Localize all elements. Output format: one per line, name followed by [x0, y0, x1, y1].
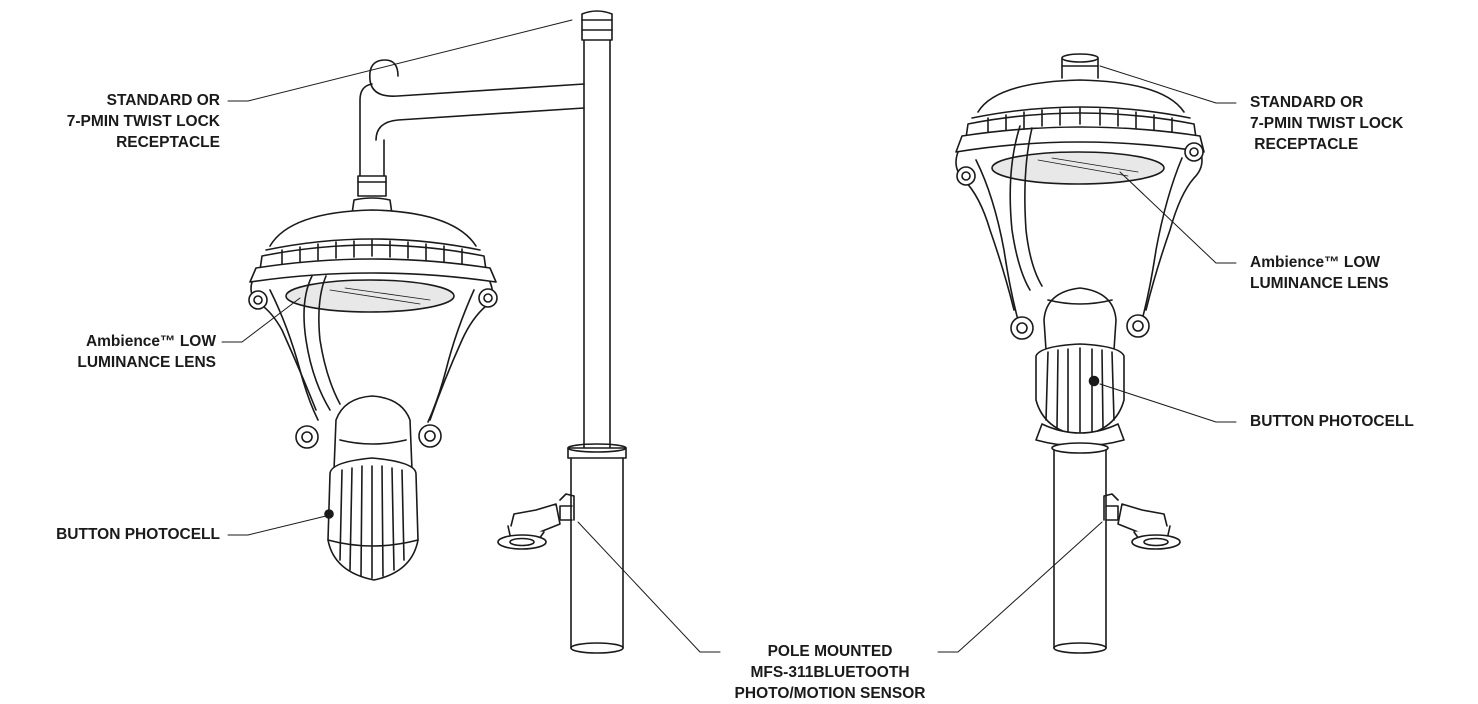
label-line: LUMINANCE LENS — [1250, 275, 1389, 292]
label-sensor: POLE MOUNTED MFS-311BLUETOOTH PHOTO/MOTI… — [712, 641, 948, 704]
label-right-receptacle: STANDARD OR 7-PMIN TWIST LOCK RECEPTACLE — [1250, 92, 1460, 155]
luminaire-right — [955, 53, 1205, 447]
label-line: Ambience™ LOW — [85, 333, 216, 350]
label-line: BUTTON PHOTOCELL — [1250, 413, 1414, 430]
label-right-photocell: BUTTON PHOTOCELL — [1250, 411, 1470, 432]
fixture-diagram: STANDARD OR 7-PMIN TWIST LOCK RECEPTACLE… — [4, 10, 1470, 702]
label-line: Ambience™ LOW — [1250, 254, 1381, 271]
label-line: RECEPTACLE — [116, 134, 220, 151]
pole-left — [567, 10, 627, 654]
label-line: RECEPTACLE — [1250, 136, 1359, 153]
pole-right — [1051, 442, 1109, 654]
line-drawing — [221, 10, 1237, 654]
label-left-receptacle: STANDARD OR 7-PMIN TWIST LOCK RECEPTACLE — [20, 90, 220, 153]
label-line: BUTTON PHOTOCELL — [56, 526, 220, 543]
luminaire-left — [248, 209, 498, 581]
leader-lines — [221, 19, 1237, 653]
label-line: 7-PMIN TWIST LOCK — [66, 113, 220, 130]
label-line: LUMINANCE LENS — [77, 354, 216, 371]
arm-left — [351, 59, 585, 217]
label-left-lens: Ambience™ LOW LUMINANCE LENS — [10, 331, 216, 373]
label-line: POLE MOUNTED — [767, 643, 893, 660]
label-line: 7-PMIN TWIST LOCK — [1250, 115, 1404, 132]
label-line: PHOTO/MOTION SENSOR — [734, 685, 926, 702]
label-right-lens: Ambience™ LOW LUMINANCE LENS — [1250, 252, 1460, 294]
label-line: MFS-311BLUETOOTH — [750, 664, 910, 681]
label-left-photocell: BUTTON PHOTOCELL — [4, 524, 220, 545]
sensor-right — [1103, 493, 1181, 550]
label-line: STANDARD OR — [1250, 94, 1364, 111]
sensor-left — [497, 493, 575, 550]
label-line: STANDARD OR — [106, 92, 220, 109]
